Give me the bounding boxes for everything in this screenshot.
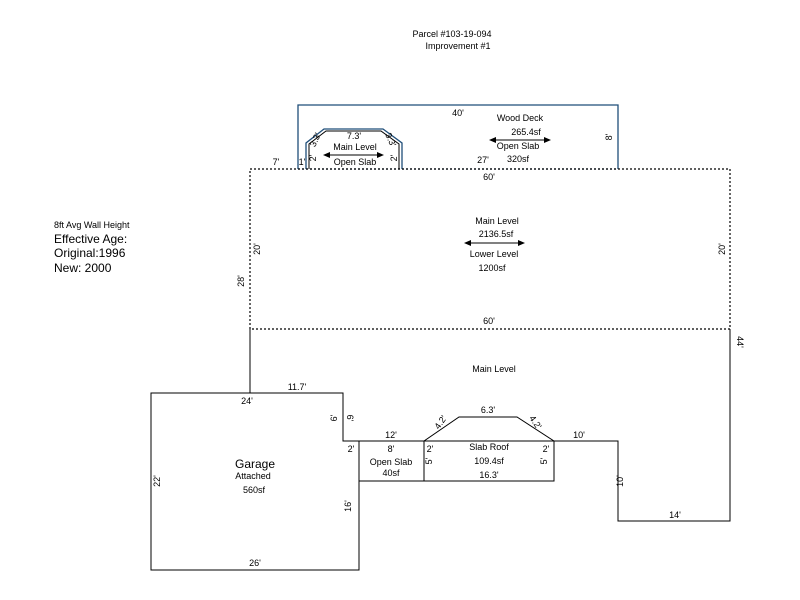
original-year-note: Original:1996 [54,246,126,260]
wall-height-note: 8ft Avg Wall Height [54,220,130,230]
dim-slab-top: 12' [385,430,397,440]
dim-garage-bottom: 26' [249,558,261,568]
dim-right-step: 10' [573,430,585,440]
wood-deck-sub-area: 320sf [507,154,530,164]
garage-label: Garage [235,457,275,471]
wood-deck-label: Wood Deck [497,113,544,123]
new-year-note: New: 2000 [54,261,112,275]
dim-main-left: 20' [252,243,262,255]
dim-bay-top: 7.3' [347,131,362,141]
dim-bay-diag-left: 3.3' [308,131,323,148]
dim-deck-bottom: 27' [477,155,489,165]
dim-roof-top: 6.3' [481,405,496,415]
effective-age-note: Effective Age: [54,232,127,246]
dim-garage-left: 22' [152,475,162,487]
dim-main-bottom: 60' [483,316,495,326]
dim-step-top: 11.7' [288,382,307,392]
bay-main-label: Main Level [333,142,377,152]
dim-slab-left: 2' [348,444,355,454]
bay-inner-outline [308,130,400,169]
dim-bottom-right: 14' [669,510,681,520]
dim-roof-left: 2' [427,444,434,454]
bay-outline [305,128,403,169]
lower-outer-walls [249,329,731,522]
dim-main-right: 20' [717,243,727,255]
dim-garage-right: 16' [343,500,353,512]
main-block-outline [249,168,731,330]
dim-outer-left: 28' [236,275,246,287]
dim-left-offset-top: 7' [273,157,280,167]
open-slab-area: 40sf [382,468,400,478]
dim-notch-a: 6' [329,414,339,421]
open-slab-label: Open Slab [370,457,413,467]
dim-deck-top: 40' [452,108,464,118]
deck-area-arrow [489,137,551,143]
dim-garage-top: 24' [241,396,253,406]
wood-deck-outline [297,104,619,169]
dim-slab-right-side: 5' [424,457,434,464]
main-level-lower-label: Main Level [472,364,516,374]
dim-bay-side-left: 2' [308,154,318,161]
dim-roof-side: 5' [539,457,549,464]
wood-deck-area: 265.4sf [511,127,541,137]
dim-roof-bottom: 16.3' [479,470,499,480]
dim-roof-right: 2' [543,444,550,454]
garage-type: Attached [235,471,271,481]
dim-roof-diag-right: 4.2' [527,414,544,432]
main-block-area: 2136.5sf [479,229,514,239]
lower-level-label: Lower Level [470,249,519,259]
bay-area-arrow [323,152,384,158]
garage-area: 560sf [243,485,266,495]
slab-roof-outline [423,440,555,482]
parcel-label: Parcel #103-19-094 [412,29,491,39]
dim-left-offset-small: 1' [299,157,306,167]
main-block-label: Main Level [475,216,519,226]
dim-main-top: 60' [483,172,495,182]
dim-bay-diag-right: 3.3' [383,131,398,148]
wood-deck-sub-label: Open Slab [497,141,540,151]
slab-roof-label: Slab Roof [469,442,509,452]
bay-sub-label: Open Slab [334,157,377,167]
dim-right-long: 44' [735,336,745,348]
dim-bay-side-right: 2' [389,154,399,161]
dim-right-vertical: 10' [615,475,625,487]
dim-deck-right: 8' [604,133,614,140]
slab-roof-area: 109.4sf [474,456,504,466]
garage-outline [150,392,360,571]
dim-roof-diag-left: 4.2' [432,413,449,431]
dim-slab-width: 8' [388,444,395,454]
improvement-label: Improvement #1 [425,41,490,51]
dim-notch-b: 6' [345,415,355,422]
lower-level-area: 1200sf [478,263,506,273]
main-area-arrow [464,240,525,246]
